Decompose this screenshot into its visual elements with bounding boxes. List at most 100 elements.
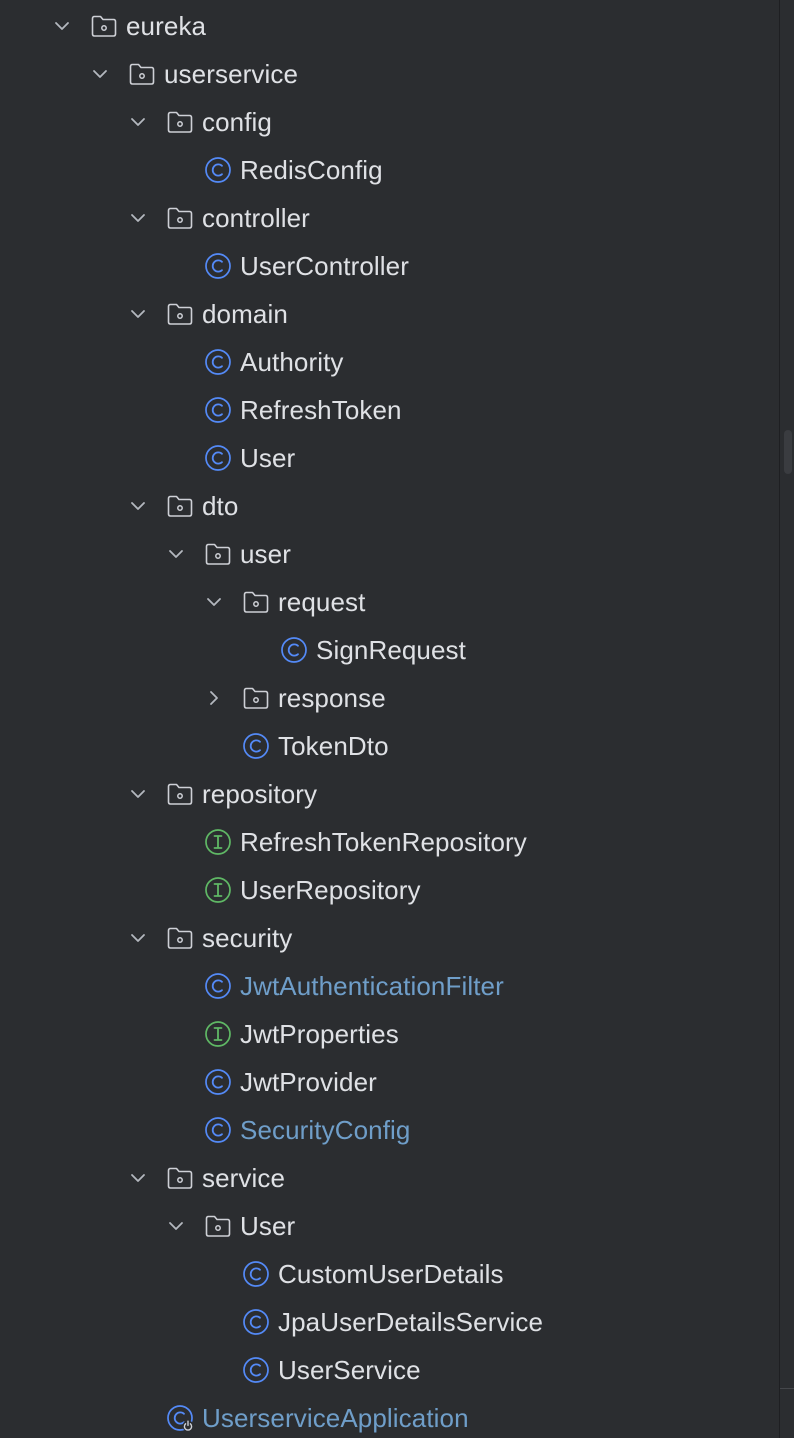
package-folder-icon bbox=[242, 588, 270, 616]
tree-node-label: User bbox=[240, 443, 296, 473]
tree-node-file[interactable]: RedisConfig bbox=[0, 146, 780, 194]
package-folder-icon bbox=[166, 924, 194, 952]
class-c-icon bbox=[204, 444, 232, 472]
tree-node-file[interactable]: RefreshToken bbox=[0, 386, 780, 434]
tree-node-label: User bbox=[240, 1211, 296, 1241]
tree-node-label: TokenDto bbox=[278, 731, 389, 761]
tree-node-label: CustomUserDetails bbox=[278, 1259, 504, 1289]
tree-node-package[interactable]: security bbox=[0, 914, 780, 962]
tree-node-package[interactable]: controller bbox=[0, 194, 780, 242]
class-c-icon bbox=[204, 396, 232, 424]
interface-i-icon bbox=[204, 828, 232, 856]
tree-node-file[interactable]: JpaUserDetailsService bbox=[0, 1298, 780, 1346]
tree-node-label: JwtAuthenticationFilter bbox=[240, 971, 504, 1001]
tree-node-file[interactable]: UserserviceApplication bbox=[0, 1394, 780, 1438]
tree-node-label: RedisConfig bbox=[240, 155, 383, 185]
class-c-icon bbox=[204, 348, 232, 376]
tree-node-label: JwtProvider bbox=[240, 1067, 377, 1097]
tree-node-label: request bbox=[278, 587, 366, 617]
tree-node-label: UserService bbox=[278, 1355, 421, 1385]
tree-node-file[interactable]: CustomUserDetails bbox=[0, 1250, 780, 1298]
tree-node-label: repository bbox=[202, 779, 318, 809]
tree-node-label: domain bbox=[202, 299, 288, 329]
tree-node-label: RefreshTokenRepository bbox=[240, 827, 527, 857]
package-folder-icon bbox=[204, 540, 232, 568]
class-c-icon bbox=[204, 1116, 232, 1144]
tree-node-file[interactable]: User bbox=[0, 434, 780, 482]
package-folder-icon bbox=[242, 684, 270, 712]
tree-node-label: eureka bbox=[126, 11, 207, 41]
tree-node-label: SecurityConfig bbox=[240, 1115, 411, 1145]
tree-node-label: UserController bbox=[240, 251, 410, 281]
tree-node-file[interactable]: TokenDto bbox=[0, 722, 780, 770]
chevron-right-icon[interactable] bbox=[204, 688, 224, 708]
chevron-down-icon[interactable] bbox=[128, 496, 148, 516]
chevron-down-icon[interactable] bbox=[90, 64, 110, 84]
chevron-down-icon[interactable] bbox=[128, 784, 148, 804]
chevron-down-icon[interactable] bbox=[128, 208, 148, 228]
tree-node-package[interactable]: user bbox=[0, 530, 780, 578]
tree-node-file[interactable]: JwtProperties bbox=[0, 1010, 780, 1058]
tree-node-package[interactable]: eureka bbox=[0, 2, 780, 50]
tree-node-file[interactable]: RefreshTokenRepository bbox=[0, 818, 780, 866]
tree-node-label: UserserviceApplication bbox=[202, 1403, 469, 1433]
interface-i-icon bbox=[204, 1020, 232, 1048]
tree-node-package[interactable]: config bbox=[0, 98, 780, 146]
tree-node-label: SignRequest bbox=[316, 635, 466, 665]
tree-node-package[interactable]: service bbox=[0, 1154, 780, 1202]
tree-node-package[interactable]: dto bbox=[0, 482, 780, 530]
tree-node-label: userservice bbox=[164, 59, 299, 89]
class-c-icon bbox=[204, 252, 232, 280]
tree-node-label: user bbox=[240, 539, 291, 569]
tree-node-file[interactable]: JwtAuthenticationFilter bbox=[0, 962, 780, 1010]
interface-i-icon bbox=[204, 876, 232, 904]
package-folder-icon bbox=[166, 108, 194, 136]
tree-node-label: security bbox=[202, 923, 293, 953]
tree-node-file[interactable]: SecurityConfig bbox=[0, 1106, 780, 1154]
tree-node-label: JpaUserDetailsService bbox=[278, 1307, 544, 1337]
tree-node-file[interactable]: UserService bbox=[0, 1346, 780, 1394]
tree-node-label: UserRepository bbox=[240, 875, 421, 905]
class-c-icon bbox=[242, 1260, 270, 1288]
chevron-down-icon[interactable] bbox=[204, 592, 224, 612]
tree-node-package[interactable]: domain bbox=[0, 290, 780, 338]
scrollbar-thumb[interactable] bbox=[784, 430, 792, 474]
class-c-icon bbox=[280, 636, 308, 664]
chevron-down-icon[interactable] bbox=[52, 16, 72, 36]
tree-node-label: JwtProperties bbox=[240, 1019, 399, 1049]
tree-node-package[interactable]: request bbox=[0, 578, 780, 626]
chevron-down-icon[interactable] bbox=[166, 1216, 186, 1236]
tree-node-package[interactable]: User bbox=[0, 1202, 780, 1250]
chevron-down-icon[interactable] bbox=[128, 112, 148, 132]
tree-node-file[interactable]: Authority bbox=[0, 338, 780, 386]
tree-node-label: Authority bbox=[240, 347, 344, 377]
package-folder-icon bbox=[166, 204, 194, 232]
class-c-icon bbox=[242, 732, 270, 760]
tree-node-label: controller bbox=[202, 203, 310, 233]
chevron-down-icon[interactable] bbox=[128, 1168, 148, 1188]
tree-node-file[interactable]: UserRepository bbox=[0, 866, 780, 914]
package-folder-icon bbox=[128, 60, 156, 88]
tree-node-label: RefreshToken bbox=[240, 395, 402, 425]
chevron-down-icon[interactable] bbox=[128, 304, 148, 324]
chevron-down-icon[interactable] bbox=[166, 544, 186, 564]
tree-node-package[interactable]: repository bbox=[0, 770, 780, 818]
tree-node-package[interactable]: userservice bbox=[0, 50, 780, 98]
class-c-icon bbox=[242, 1356, 270, 1384]
package-folder-icon bbox=[90, 12, 118, 40]
tree-node-file[interactable]: SignRequest bbox=[0, 626, 780, 674]
chevron-down-icon[interactable] bbox=[128, 928, 148, 948]
tree-node-label: service bbox=[202, 1163, 286, 1193]
class-c-icon bbox=[204, 972, 232, 1000]
divider bbox=[780, 1388, 794, 1389]
tree-node-label: config bbox=[202, 107, 272, 137]
class-c-icon bbox=[242, 1308, 270, 1336]
tree-node-file[interactable]: UserController bbox=[0, 242, 780, 290]
tree-node-package[interactable]: response bbox=[0, 674, 780, 722]
tree-node-label: dto bbox=[202, 491, 239, 521]
tree-node-file[interactable]: JwtProvider bbox=[0, 1058, 780, 1106]
vertical-scrollbar[interactable] bbox=[779, 0, 794, 1438]
package-folder-icon bbox=[166, 300, 194, 328]
package-folder-icon bbox=[166, 492, 194, 520]
